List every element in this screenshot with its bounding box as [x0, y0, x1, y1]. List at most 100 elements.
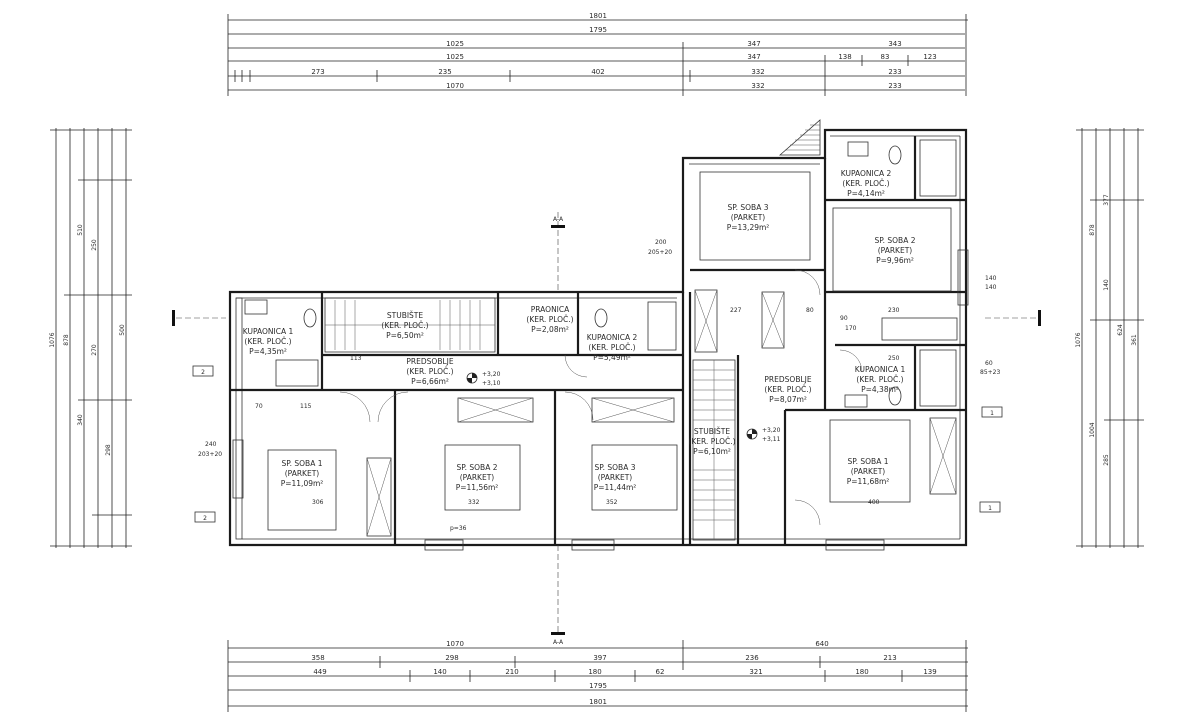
room-name: KUPAONICA 2 — [587, 333, 638, 342]
room-name: PREDSOBLJE — [406, 357, 453, 366]
room-floor: (PARKET) — [460, 473, 495, 482]
room-area: P=6,66m² — [411, 377, 449, 386]
room-name: KUPAONICA 1 — [243, 327, 294, 336]
inner-dim: 70 — [255, 403, 263, 410]
right-dimension-chain: 1076 878 1004 377 140 285 624 361 — [1075, 128, 1144, 548]
axis-markers: 2 2 1 1 — [192, 365, 1003, 523]
top-dimension-chain: 1801 1795 1025 347 343 1025 347 138 83 1… — [227, 12, 968, 96]
dim-top-5b: 235 — [438, 68, 451, 76]
dim-bot-2d: 236 — [745, 654, 759, 662]
door-swings — [339, 269, 863, 526]
dim-left-3: 510 — [77, 224, 84, 236]
room-floor: (KER. PLOČ.) — [588, 343, 635, 352]
dim-top-1: 1801 — [589, 12, 607, 20]
window-note: 60 — [985, 360, 993, 367]
axis-label: 1 — [988, 505, 992, 512]
level-mark: +3,20 — [482, 371, 501, 378]
window-note: 140 — [985, 284, 997, 291]
inner-dim: 400 — [868, 499, 880, 506]
window-note: 140 — [985, 275, 997, 282]
room-floor: (KER. PLOČ.) — [688, 437, 735, 446]
dim-right-8: 361 — [1131, 334, 1138, 346]
room-name: KUPAONICA 2 — [841, 169, 892, 178]
dim-top-5d: 332 — [751, 68, 764, 76]
room-floor: (PARKET) — [598, 473, 633, 482]
dim-bot-2b: 298 — [445, 654, 458, 662]
dim-top-5e: 233 — [888, 68, 901, 76]
room-name: SP. SOBA 2 — [457, 463, 498, 472]
beds — [267, 171, 952, 531]
room-name: SP. SOBA 3 — [728, 203, 769, 212]
level-mark: +3,20 — [762, 427, 781, 434]
inner-dim: 115 — [300, 403, 312, 410]
dim-right-6: 285 — [1103, 454, 1110, 466]
level-markers: +3,20 +3,10 +3,20 +3,11 — [466, 371, 781, 443]
dim-bot-3e: 62 — [656, 668, 665, 676]
room-floor: (PARKET) — [285, 469, 320, 478]
room-area: P=11,44m² — [594, 483, 637, 492]
window-note: 200 — [655, 239, 667, 246]
dim-top-6b: 332 — [751, 82, 764, 90]
dim-bot-1b: 640 — [815, 640, 828, 648]
dim-bot-2c: 397 — [593, 654, 606, 662]
dim-bot-3h: 139 — [923, 668, 936, 676]
wardrobes — [366, 289, 957, 537]
room-name: SP. SOBA 1 — [282, 459, 323, 468]
window-notes: 240 203+20 200 205+20 140 140 60 85+23 — [198, 239, 1000, 458]
dim-top-5a: 273 — [311, 68, 324, 76]
dim-right-2: 878 — [1089, 224, 1096, 236]
exterior-steps — [778, 119, 821, 156]
inner-dim: 80 — [806, 307, 814, 314]
room-name: PRAONICA — [531, 305, 570, 314]
dim-right-3: 1004 — [1089, 422, 1096, 437]
inner-dim: 306 — [312, 499, 324, 506]
dim-bot-3c: 210 — [505, 668, 518, 676]
axis-label: 2 — [203, 515, 207, 522]
room-name: STUBIŠTE — [694, 427, 731, 436]
dim-bot-1a: 1070 — [446, 640, 464, 648]
staircase-left — [324, 297, 496, 353]
inner-dim: 113 — [350, 355, 362, 362]
dim-bot-3g: 180 — [855, 668, 868, 676]
dim-left-2: 878 — [63, 334, 70, 346]
window-note: 240 — [205, 441, 217, 448]
inner-dim: 170 — [845, 325, 857, 332]
room-area: P=8,07m² — [769, 395, 807, 404]
staircase-right — [692, 359, 736, 541]
dim-top-6c: 233 — [888, 82, 901, 90]
inner-dim: 250 — [888, 355, 900, 362]
level-mark: +3,11 — [762, 436, 781, 443]
room-floor: (KER. PLOČ.) — [842, 179, 889, 188]
inner-dim: 352 — [606, 499, 618, 506]
room-area: P=11,56m² — [456, 483, 499, 492]
dim-top-4a: 1025 — [446, 53, 464, 61]
dim-left-1: 1076 — [49, 332, 56, 347]
room-area: P=2,08m² — [531, 325, 569, 334]
room-floor: (PARKET) — [731, 213, 766, 222]
room-labels: KUPAONICA 1 (KER. PLOČ.) P=4,35m² STUBIŠ… — [243, 169, 916, 492]
section-markers: A-A A-A — [172, 212, 1041, 646]
dim-left-5: 250 — [91, 239, 98, 251]
window-note: 85+23 — [980, 369, 1000, 376]
room-floor: (PARKET) — [851, 467, 886, 476]
dim-right-5: 140 — [1103, 279, 1110, 291]
room-name: SP. SOBA 3 — [595, 463, 636, 472]
inner-dim: 332 — [468, 499, 480, 506]
dim-left-4: 340 — [77, 414, 84, 426]
inner-dim: 227 — [730, 307, 742, 314]
axis-label: 1 — [990, 410, 994, 417]
room-name: SP. SOBA 1 — [848, 457, 889, 466]
room-name: KUPAONICA 1 — [855, 365, 906, 374]
dim-left-6: 270 — [91, 344, 98, 356]
inner-dimensions: 113 115 70 306 332 352 400 227 80 90 170… — [255, 307, 900, 532]
room-floor: (KER. PLOČ.) — [856, 375, 903, 384]
dim-bot-3a: 449 — [313, 668, 326, 676]
dim-top-4c: 138 — [838, 53, 851, 61]
left-dimension-chain: 1076 878 510 340 250 270 298 500 — [49, 128, 132, 548]
dim-right-4: 377 — [1103, 194, 1110, 206]
dim-bot-4: 1795 — [589, 682, 607, 690]
room-area: P=4,14m² — [847, 189, 885, 198]
axis-label: 2 — [201, 369, 205, 376]
window-note: 205+20 — [648, 249, 672, 256]
room-area: P=6,50m² — [386, 331, 424, 340]
